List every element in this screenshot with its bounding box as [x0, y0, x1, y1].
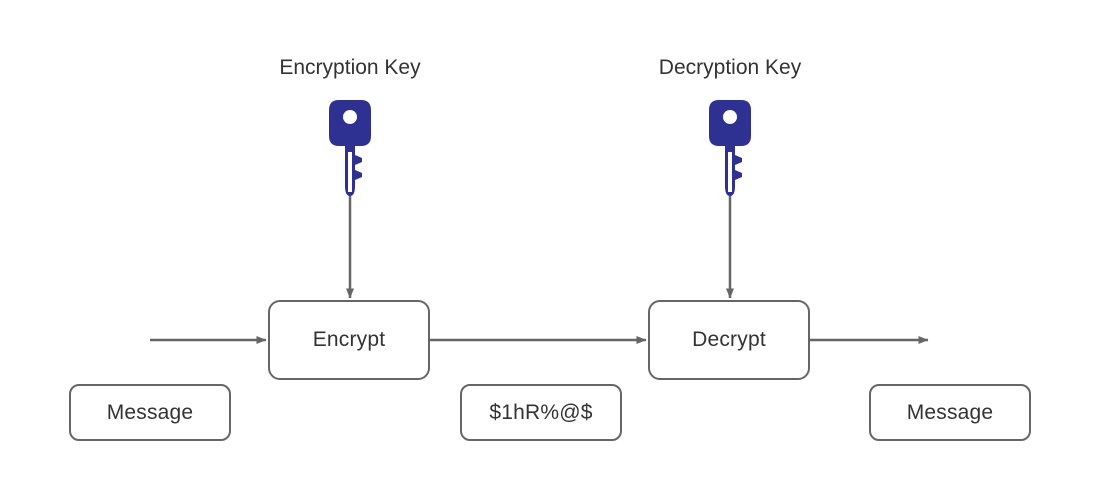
decryption-key-label: Decryption Key [658, 56, 802, 79]
plaintext-output-box[interactable]: Message [869, 384, 1031, 441]
decryption-key-icon [709, 100, 751, 205]
encryption-key-label: Encryption Key [279, 56, 421, 79]
encrypt-process-box[interactable]: Encrypt [268, 300, 430, 380]
encryption-key-icon [329, 100, 371, 205]
decrypt-process-box[interactable]: Decrypt [648, 300, 810, 380]
ciphertext-box[interactable]: $1hR%@$ [460, 384, 622, 441]
plaintext-input-box[interactable]: Message [69, 384, 231, 441]
